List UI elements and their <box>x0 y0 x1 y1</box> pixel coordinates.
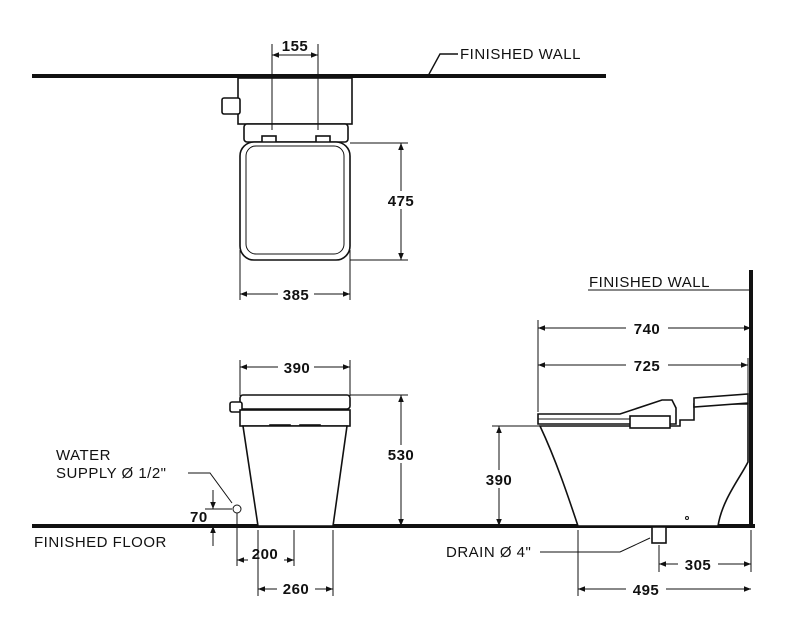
tank-top <box>237 77 353 125</box>
dim-label-70: 70 <box>190 509 208 526</box>
dim-label-200: 200 <box>252 546 279 563</box>
lid-front <box>239 394 351 410</box>
finished-floor-label: FINISHED FLOOR <box>34 534 167 551</box>
water-supply-label-line2: SUPPLY Ø 1/2" <box>56 465 167 482</box>
dim-label-495: 495 <box>633 582 660 599</box>
dim-label-side-390: 390 <box>486 472 513 489</box>
dim-label-305: 305 <box>685 557 712 574</box>
drain-label: DRAIN Ø 4" <box>446 544 531 561</box>
bowl-top-inner <box>245 145 345 255</box>
drain-leader <box>540 537 651 553</box>
finished-wall-label-right: FINISHED WALL <box>589 274 710 291</box>
dim-label-475: 475 <box>388 193 415 210</box>
dim-label-530: 530 <box>388 447 415 464</box>
bowl-top <box>239 141 351 261</box>
flush-button-front <box>229 401 243 413</box>
bowl-front <box>242 425 348 527</box>
dim-label-260: 260 <box>283 581 310 598</box>
front-view: 390 530 WATER SUPPLY Ø 1/2" 70 200 260 <box>56 358 418 598</box>
dim-label-front-390: 390 <box>284 360 311 377</box>
seat-control-side <box>629 415 671 429</box>
seat-hinge-plate <box>243 123 349 143</box>
drain-pipe <box>651 526 667 544</box>
seat-front <box>239 409 351 427</box>
water-supply-connection <box>232 504 242 514</box>
dim-label-155: 155 <box>282 38 309 55</box>
tank-lid-side <box>693 393 749 408</box>
side-view: FINISHED WALL 740 725 390 DRAIN Ø 4" <box>446 270 753 599</box>
dim-label-385: 385 <box>283 287 310 304</box>
finished-wall-label-top: FINISHED WALL <box>460 46 581 63</box>
dim-label-725: 725 <box>634 358 661 375</box>
top-view: FINISHED WALL 155 475 385 <box>32 38 606 304</box>
flush-button-top <box>221 97 241 115</box>
water-supply-label-line1: WATER <box>56 447 111 464</box>
water-supply-leader <box>188 472 233 504</box>
finished-wall-leader-top <box>427 53 458 77</box>
dim-label-740: 740 <box>634 321 661 338</box>
toilet-body-side <box>538 403 749 527</box>
